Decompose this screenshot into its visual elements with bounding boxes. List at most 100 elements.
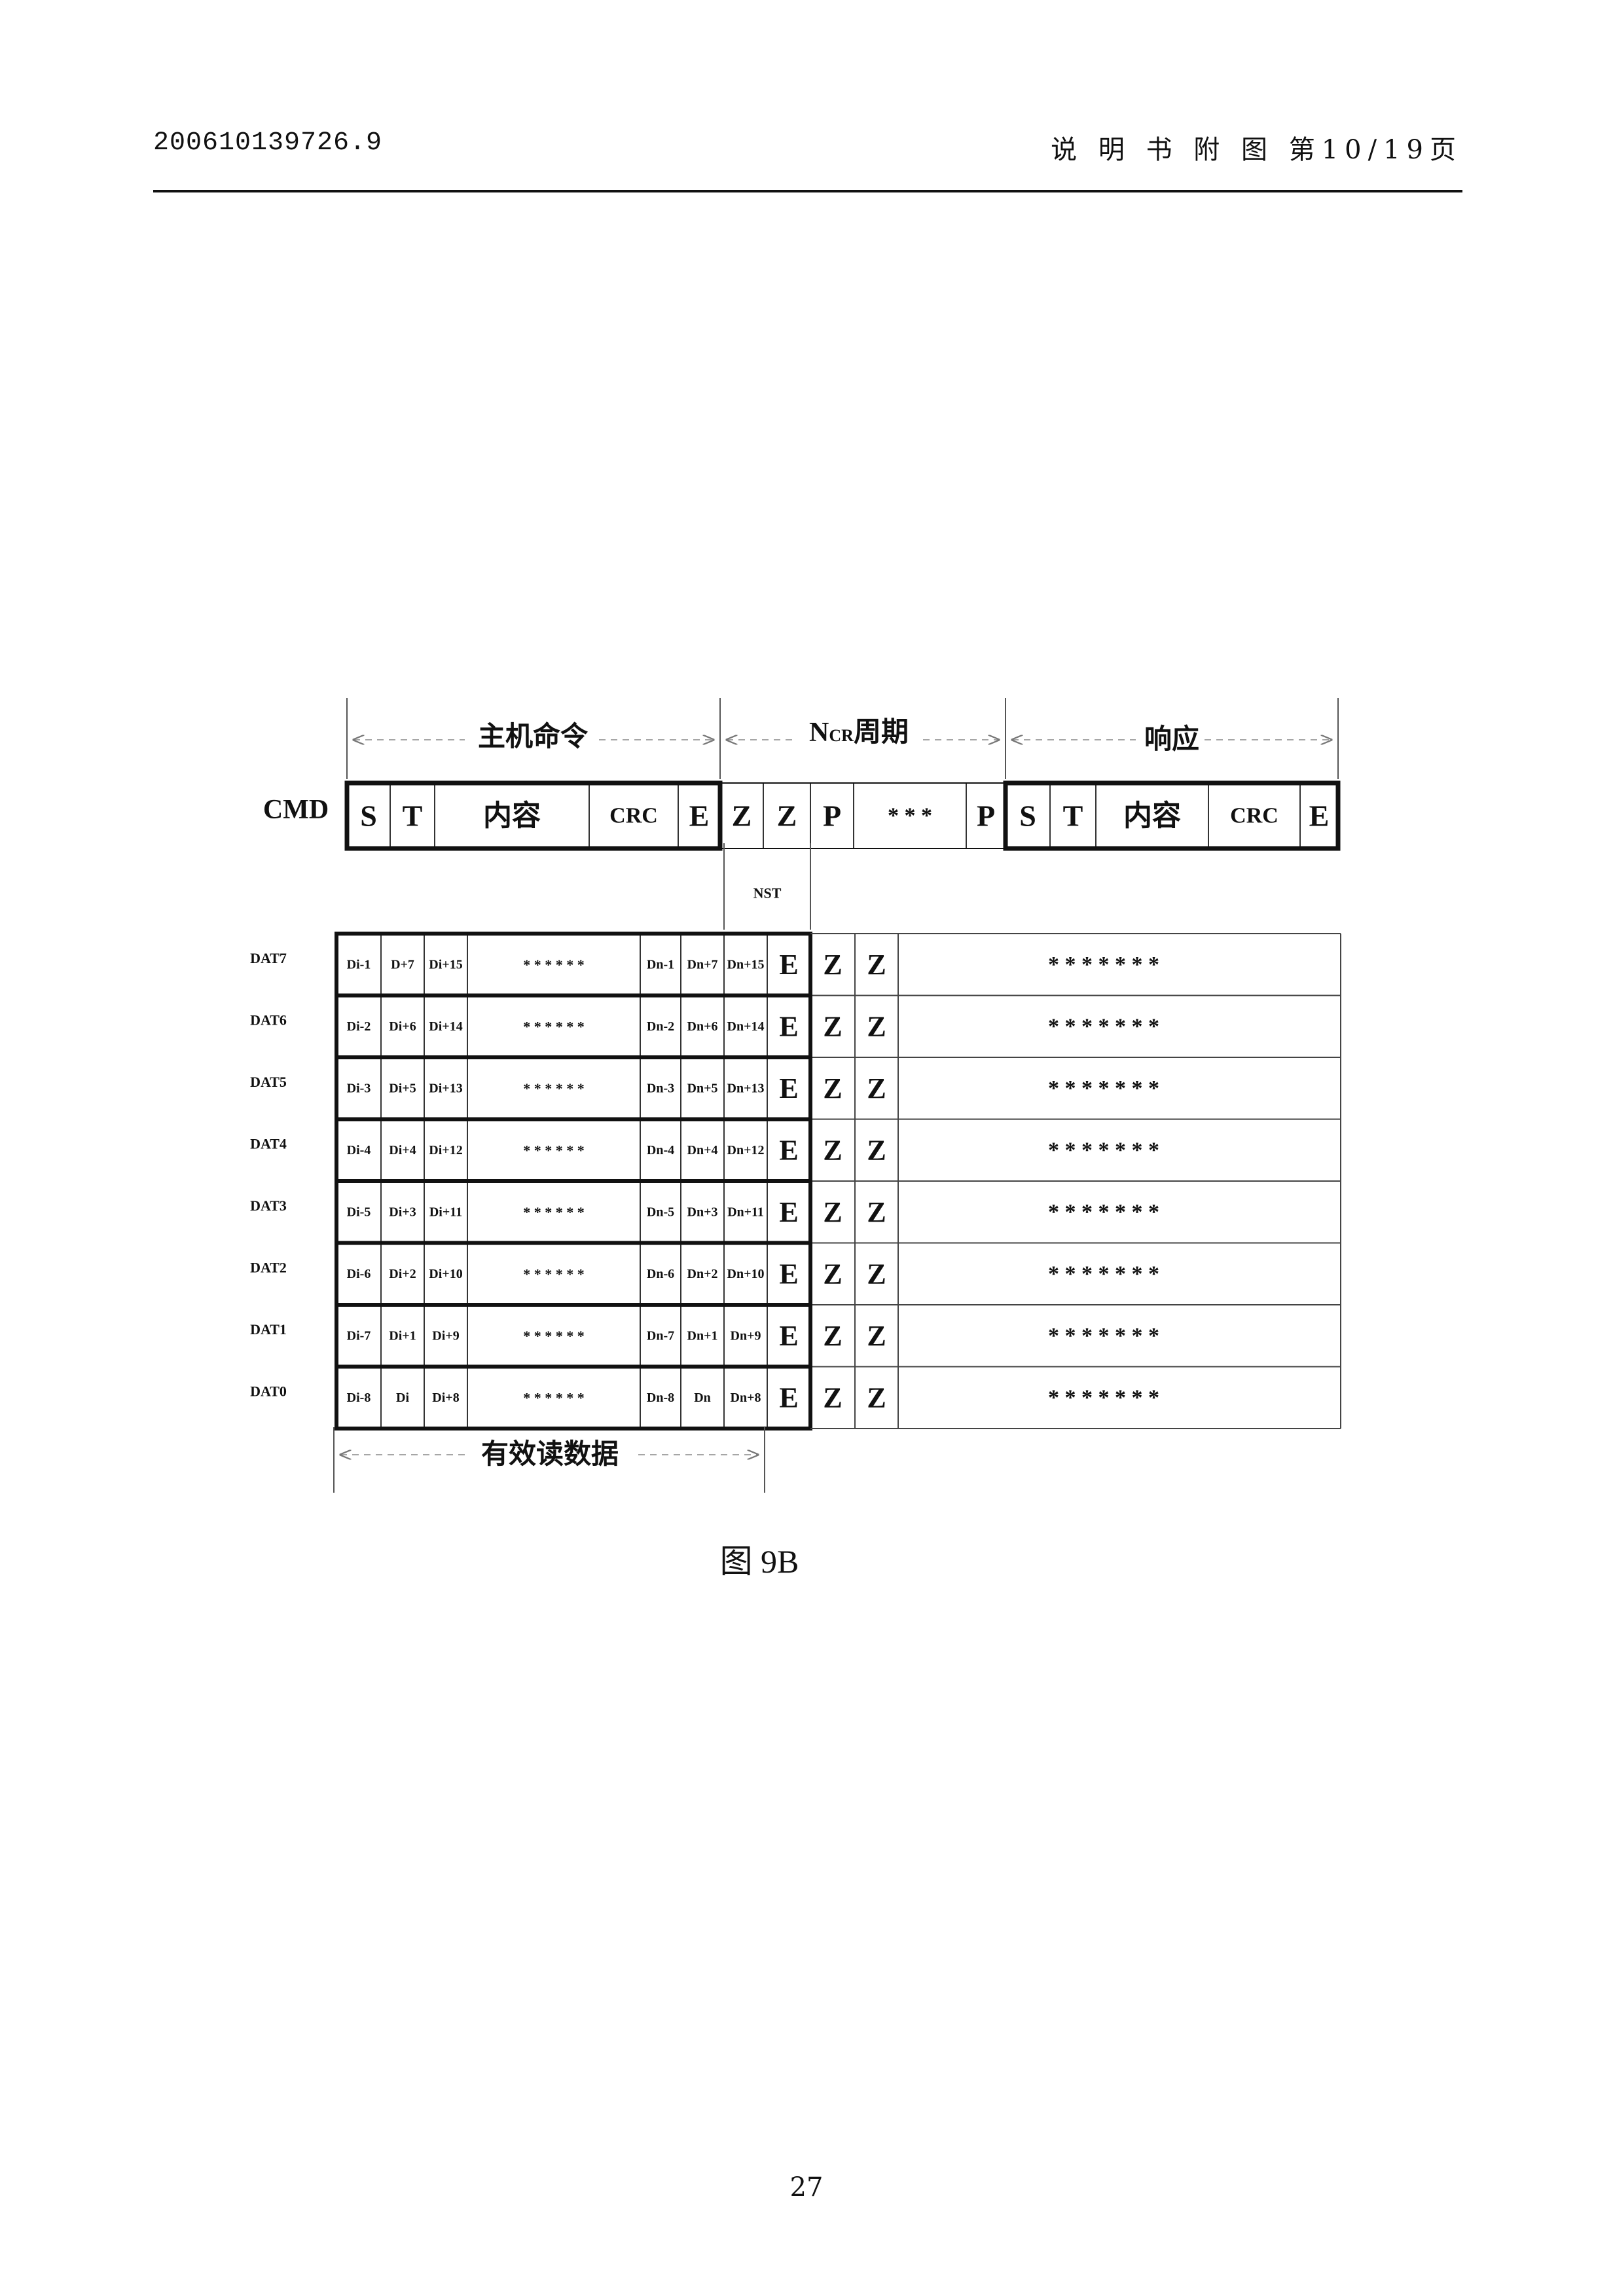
- dat-row-label: DAT4: [250, 1135, 287, 1152]
- response-cell: E: [1309, 799, 1330, 833]
- dat-end-bit: E: [779, 1134, 798, 1166]
- dat-tail-stars: * * * * * * *: [1048, 1014, 1159, 1038]
- dat-data-cell: Di+12: [429, 1143, 462, 1157]
- dat-data-cell: Di-6: [347, 1267, 371, 1281]
- dat-tail-stars: * * * * * * *: [1048, 1076, 1159, 1101]
- page-label: 说 明 书 附 图 第10/19页: [1051, 135, 1462, 165]
- dat-data-cell: Dn+5: [687, 1081, 718, 1095]
- dat-data-cell: Di: [396, 1391, 409, 1405]
- dat-z-cell: Z: [823, 1320, 842, 1352]
- valid-data-frame: [335, 1364, 812, 1430]
- dat-data-cell: Di-5: [347, 1205, 371, 1219]
- dat-data-cell: Dn-7: [647, 1328, 674, 1343]
- dat-data-cell: Di+1: [389, 1328, 416, 1343]
- dat-z-cell: Z: [823, 1381, 842, 1413]
- dat-data-cell: Di+8: [432, 1391, 459, 1405]
- dat-data-cell: Dn+4: [687, 1143, 718, 1157]
- dat-data-cell: Di-2: [347, 1019, 371, 1034]
- dat-data-cell: Dn+3: [687, 1205, 718, 1219]
- response-frame: [1003, 780, 1341, 851]
- host-command-cell: S: [360, 799, 377, 833]
- dat-data-cell: Dn+15: [727, 957, 765, 972]
- dat-end-bit: E: [779, 1072, 798, 1104]
- dat-data-cell: * * * * * *: [523, 1266, 585, 1282]
- dat-data-cell: Di+5: [389, 1081, 416, 1095]
- dat-end-bit: E: [779, 1196, 798, 1228]
- dat-z-cell: Z: [823, 1134, 842, 1166]
- dat-data-cell: Di+11: [429, 1205, 462, 1219]
- dat-data-cell: Di-3: [347, 1081, 371, 1095]
- bottom-bracket-guides: [333, 1427, 765, 1493]
- host-command-cell: CRC: [609, 804, 658, 828]
- dat-z-cell: Z: [867, 1381, 886, 1413]
- dat-data-cell: * * * * * *: [523, 1080, 585, 1097]
- figure-caption: 图 9B: [720, 1543, 799, 1580]
- response-cell: 内容: [1123, 800, 1181, 832]
- response-cell: S: [1019, 799, 1036, 833]
- dat-data-cell: Dn+10: [727, 1267, 765, 1281]
- dat-data-cell: * * * * * *: [523, 1018, 585, 1034]
- dat-data-cell: Dn-2: [647, 1019, 674, 1034]
- dat-z-cell: Z: [867, 949, 886, 981]
- dat-data-cell: * * * * * *: [523, 1204, 585, 1220]
- dat-data-cell: * * * * * *: [523, 1389, 585, 1406]
- dat-data-cell: Dn-8: [647, 1391, 674, 1405]
- dat-data-cell: Dn+9: [731, 1328, 761, 1343]
- ncr-cell: * * *: [888, 804, 932, 828]
- dat-z-cell: Z: [867, 1320, 886, 1352]
- dat-data-cell: * * * * * *: [523, 1142, 585, 1158]
- dat-data-cell: Dn+7: [687, 957, 718, 972]
- dat-data-cell: Di+6: [389, 1019, 416, 1034]
- dat-z-cell: Z: [867, 1196, 886, 1228]
- dat-data-cell: Dn-6: [647, 1267, 674, 1281]
- dat-data-cell: Di+4: [389, 1143, 416, 1157]
- dat-data-cell: Di+13: [429, 1081, 462, 1095]
- response-cell: T: [1063, 799, 1083, 833]
- page-number: 27: [789, 2172, 824, 2202]
- ncr-cycle-label: NCR周期: [809, 718, 909, 748]
- dat-data-cell: Di+3: [389, 1205, 416, 1219]
- dat-data-cell: Di-8: [347, 1391, 371, 1405]
- dat-z-cell: Z: [823, 949, 842, 981]
- dat-data-cell: Dn+11: [727, 1205, 764, 1219]
- response-label: 响应: [1144, 724, 1199, 755]
- dat-end-bit: E: [779, 1381, 798, 1413]
- ncr-cell: Z: [777, 799, 797, 833]
- dat-end-bit: E: [779, 1320, 798, 1352]
- ncr-cell: P: [977, 799, 995, 833]
- dat-z-cell: Z: [823, 1010, 842, 1042]
- dat-data-cell: Dn-5: [647, 1205, 674, 1219]
- host-command-cell: E: [689, 799, 710, 833]
- host-command-frame: [344, 780, 723, 851]
- dat-data-cell: Di+2: [389, 1267, 416, 1281]
- dat-data-cell: Di+15: [429, 957, 462, 972]
- ncr-cell: Z: [732, 799, 752, 833]
- dat-data-cell: Dn-4: [647, 1143, 674, 1157]
- dat-data-cell: Dn+12: [727, 1143, 765, 1157]
- dat-row-label: DAT1: [250, 1321, 287, 1338]
- dat-data-cell: Dn+14: [727, 1019, 765, 1034]
- dat-data-cell: Di-4: [347, 1143, 371, 1157]
- dat-data-cell: Di+10: [429, 1267, 462, 1281]
- dat-data-cell: D+7: [391, 957, 414, 972]
- cmd-label: CMD: [263, 795, 329, 825]
- dat-data-cell: * * * * * *: [523, 1328, 585, 1344]
- dat-data-cell: Dn+8: [731, 1391, 761, 1405]
- dat-tail-stars: * * * * * * *: [1048, 1385, 1159, 1410]
- dat-tail-stars: * * * * * * *: [1048, 1200, 1159, 1224]
- dat-data-cell: Dn-3: [647, 1081, 674, 1095]
- dat-z-cell: Z: [823, 1196, 842, 1228]
- dat-data-cell: Di-1: [347, 957, 371, 972]
- dat-data-cell: Dn: [694, 1391, 711, 1405]
- dat-z-cell: Z: [823, 1072, 842, 1104]
- application-number: 200610139726.9: [153, 128, 383, 158]
- dat-data-cell: Di+14: [429, 1019, 462, 1034]
- header-rule: [153, 190, 1462, 192]
- dat-row-label: DAT3: [250, 1197, 287, 1214]
- dat-z-cell: Z: [867, 1010, 886, 1042]
- ncr-cell: P: [823, 799, 841, 833]
- dat-row-label: DAT0: [250, 1383, 287, 1399]
